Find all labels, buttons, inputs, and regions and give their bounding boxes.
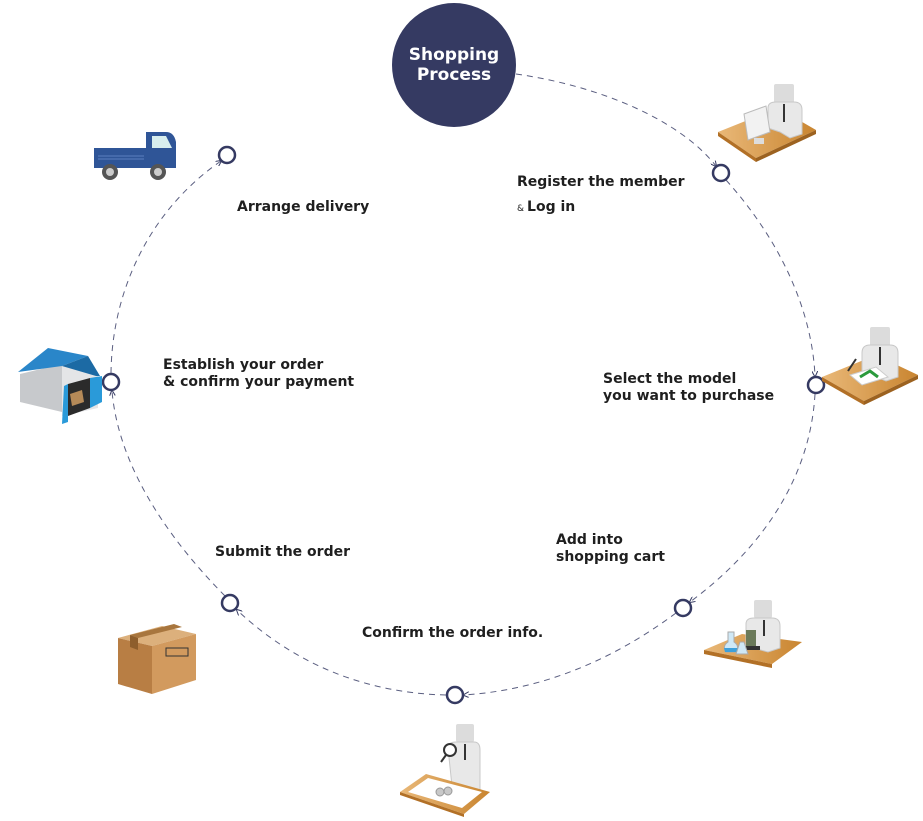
select-line1: Select the model [603, 371, 737, 387]
warehouse-icon [18, 348, 102, 424]
connector-hub-to-register [515, 73, 716, 166]
register-line1: Register the member [517, 174, 685, 190]
step-node-cart [673, 598, 693, 618]
connector-confirm-to-submit [237, 610, 447, 696]
step-node-submit [220, 593, 240, 613]
establish-line2: & confirm your payment [163, 374, 355, 390]
person-signing-document-icon [822, 327, 918, 405]
connector-submit-to-establish [112, 391, 226, 597]
person-with-microscope-icon [704, 600, 802, 668]
confirm-line1: Confirm the order info. [362, 625, 544, 641]
step-node-delivery [217, 145, 237, 165]
connector-cart-to-confirm [464, 612, 677, 695]
step-label-select: Select the model you want to purchase [603, 371, 774, 405]
delivery-line1: Arrange delivery [237, 199, 370, 215]
connector-establish-to-delivery [110, 161, 221, 374]
step-node-establish [101, 372, 121, 392]
shopping-process-hub: Shopping Process [392, 3, 516, 127]
connector-select-to-cart [690, 393, 816, 602]
cart-line2: shopping cart [556, 549, 665, 565]
delivery-truck-icon [94, 132, 176, 180]
register-line2: Log in [527, 199, 576, 215]
select-line2: you want to purchase [603, 388, 775, 404]
hub-title-line1: Shopping [408, 45, 500, 65]
cardboard-box-icon [118, 624, 196, 694]
step-label-register: Register the member &Log in [517, 174, 685, 218]
register-amp: & [517, 204, 525, 214]
step-label-cart: Add into shopping cart [556, 532, 665, 566]
person-at-computer-icon [718, 84, 816, 162]
establish-line1: Establish your order [163, 357, 324, 373]
person-with-magnifier-icon [400, 724, 490, 817]
submit-line1: Submit the order [215, 544, 350, 560]
step-label-submit: Submit the order [215, 544, 350, 561]
step-node-confirm [445, 685, 465, 705]
hub-title-line2: Process [416, 65, 492, 85]
step-node-register [711, 163, 731, 183]
step-node-select [806, 375, 826, 395]
cart-line1: Add into [556, 532, 623, 548]
step-label-establish: Establish your order & confirm your paym… [163, 357, 354, 391]
connector-register-to-select [725, 179, 815, 376]
step-label-confirm: Confirm the order info. [362, 625, 543, 642]
step-label-delivery: Arrange delivery [237, 199, 369, 216]
